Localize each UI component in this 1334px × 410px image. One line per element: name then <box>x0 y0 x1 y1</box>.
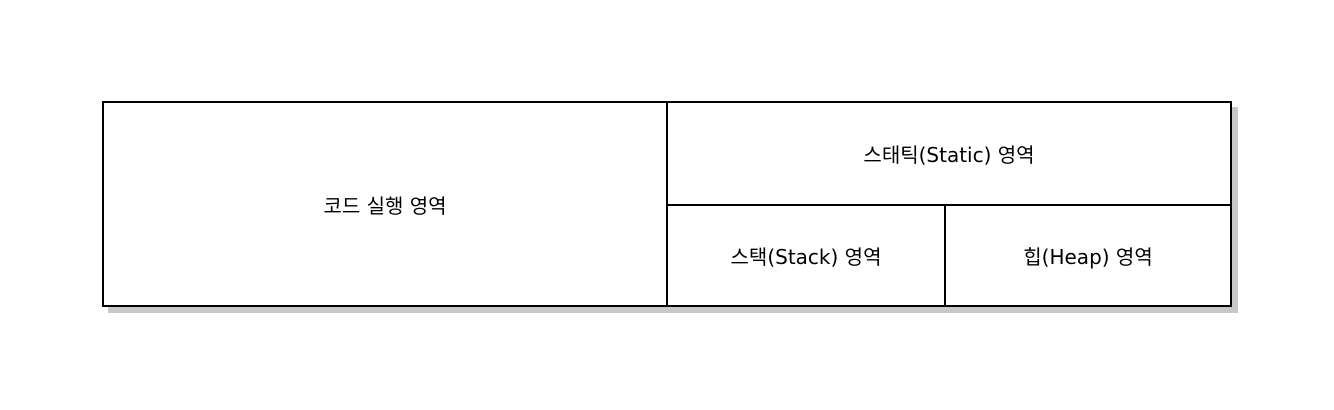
code-execution-region: 코드 실행 영역 <box>102 101 668 307</box>
heap-region: 힙(Heap) 영역 <box>944 204 1232 307</box>
static-region-label: 스태틱(Static) 영역 <box>863 143 1035 167</box>
code-execution-region-label: 코드 실행 영역 <box>323 193 447 218</box>
diagram-shadow-bottom <box>108 307 1238 313</box>
heap-region-label: 힙(Heap) 영역 <box>1023 245 1153 269</box>
diagram-shadow-right <box>1232 107 1238 313</box>
stack-region: 스택(Stack) 영역 <box>666 204 946 307</box>
stack-region-label: 스택(Stack) 영역 <box>730 245 882 269</box>
static-region: 스태틱(Static) 영역 <box>666 101 1232 206</box>
